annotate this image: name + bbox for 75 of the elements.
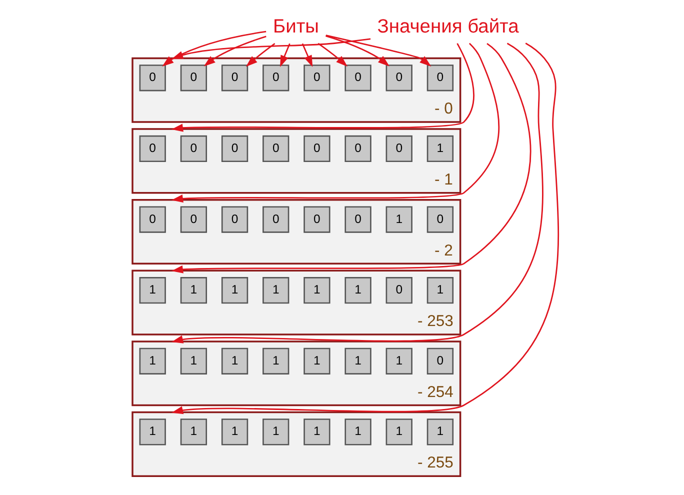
arrow (172, 38, 371, 59)
node-label: - 254 (417, 384, 454, 401)
node-box: 1 (344, 277, 372, 304)
node-box: 1 (304, 348, 330, 374)
arrow (171, 43, 474, 132)
node-label: - 253 (417, 313, 454, 330)
node-box: 1 (139, 348, 166, 374)
arrow (171, 42, 532, 274)
node-box: 0 (262, 206, 290, 233)
arrow (162, 30, 266, 66)
node-box: 1 (221, 348, 248, 374)
node-box: 0 (180, 135, 208, 162)
node-box: 1 (344, 348, 372, 374)
node-label: - 0 (434, 100, 453, 118)
node-box: 0 (139, 206, 166, 233)
node-box: 0 (180, 206, 208, 233)
node-box: 1 (262, 277, 290, 304)
node-box: 1 (344, 418, 372, 446)
node-box: 1 (304, 277, 330, 304)
cluster (132, 128, 462, 194)
node-label: - 1 (434, 171, 453, 188)
arrow (172, 42, 544, 344)
node-box: 0 (221, 64, 248, 92)
cluster (132, 270, 462, 336)
node-box: 1 (386, 348, 412, 374)
node-box: 0 (221, 135, 248, 162)
node-box: 0 (139, 64, 166, 92)
arrow (280, 43, 290, 67)
node-box: 1 (426, 135, 454, 162)
node-box: 1 (262, 348, 290, 374)
node-box: 1 (221, 277, 248, 304)
node-box: 0 (344, 206, 372, 233)
node-label: - 255 (417, 454, 454, 472)
node-box: 1 (139, 418, 166, 446)
node-box: 1 (180, 418, 208, 446)
cluster (132, 340, 462, 406)
node-box: 0 (262, 135, 290, 162)
arrow (171, 42, 500, 203)
arrow (326, 35, 390, 66)
node-box: 0 (344, 64, 372, 92)
cluster (132, 198, 462, 265)
node-box: 0 (262, 64, 290, 92)
node-box: 1 (262, 418, 290, 446)
arrow (204, 36, 266, 66)
node-box: 0 (304, 64, 330, 92)
node-box: 0 (344, 135, 372, 162)
node-box: 1 (386, 418, 412, 446)
arrow (318, 42, 348, 67)
node-box: 0 (386, 135, 412, 162)
node-box: 0 (426, 206, 454, 233)
node-text: Биты (272, 16, 319, 38)
arrow (302, 43, 313, 67)
cluster (132, 411, 462, 477)
arrow (246, 43, 276, 67)
node-box: 1 (180, 277, 208, 304)
arrow (172, 42, 559, 414)
node-box: 0 (386, 64, 412, 92)
node-box: 0 (180, 64, 208, 92)
node-box: 1 (426, 277, 454, 304)
node-box: 1 (386, 206, 412, 233)
node-box: 0 (304, 206, 330, 233)
node-label: - 2 (434, 242, 453, 260)
node-box: 1 (221, 418, 248, 446)
node-box: 1 (180, 348, 208, 374)
node-box: 1 (426, 418, 454, 446)
node-box: 0 (426, 64, 454, 92)
node-box: 0 (426, 348, 454, 374)
arrow (326, 34, 432, 66)
node-box: 1 (304, 418, 330, 446)
node-text: Значения байта (377, 16, 519, 38)
node-box: 0 (221, 206, 248, 233)
node-box: 0 (386, 277, 412, 304)
node-box: 0 (139, 135, 166, 162)
node-box: 1 (139, 277, 166, 304)
node-box: 0 (304, 135, 330, 162)
